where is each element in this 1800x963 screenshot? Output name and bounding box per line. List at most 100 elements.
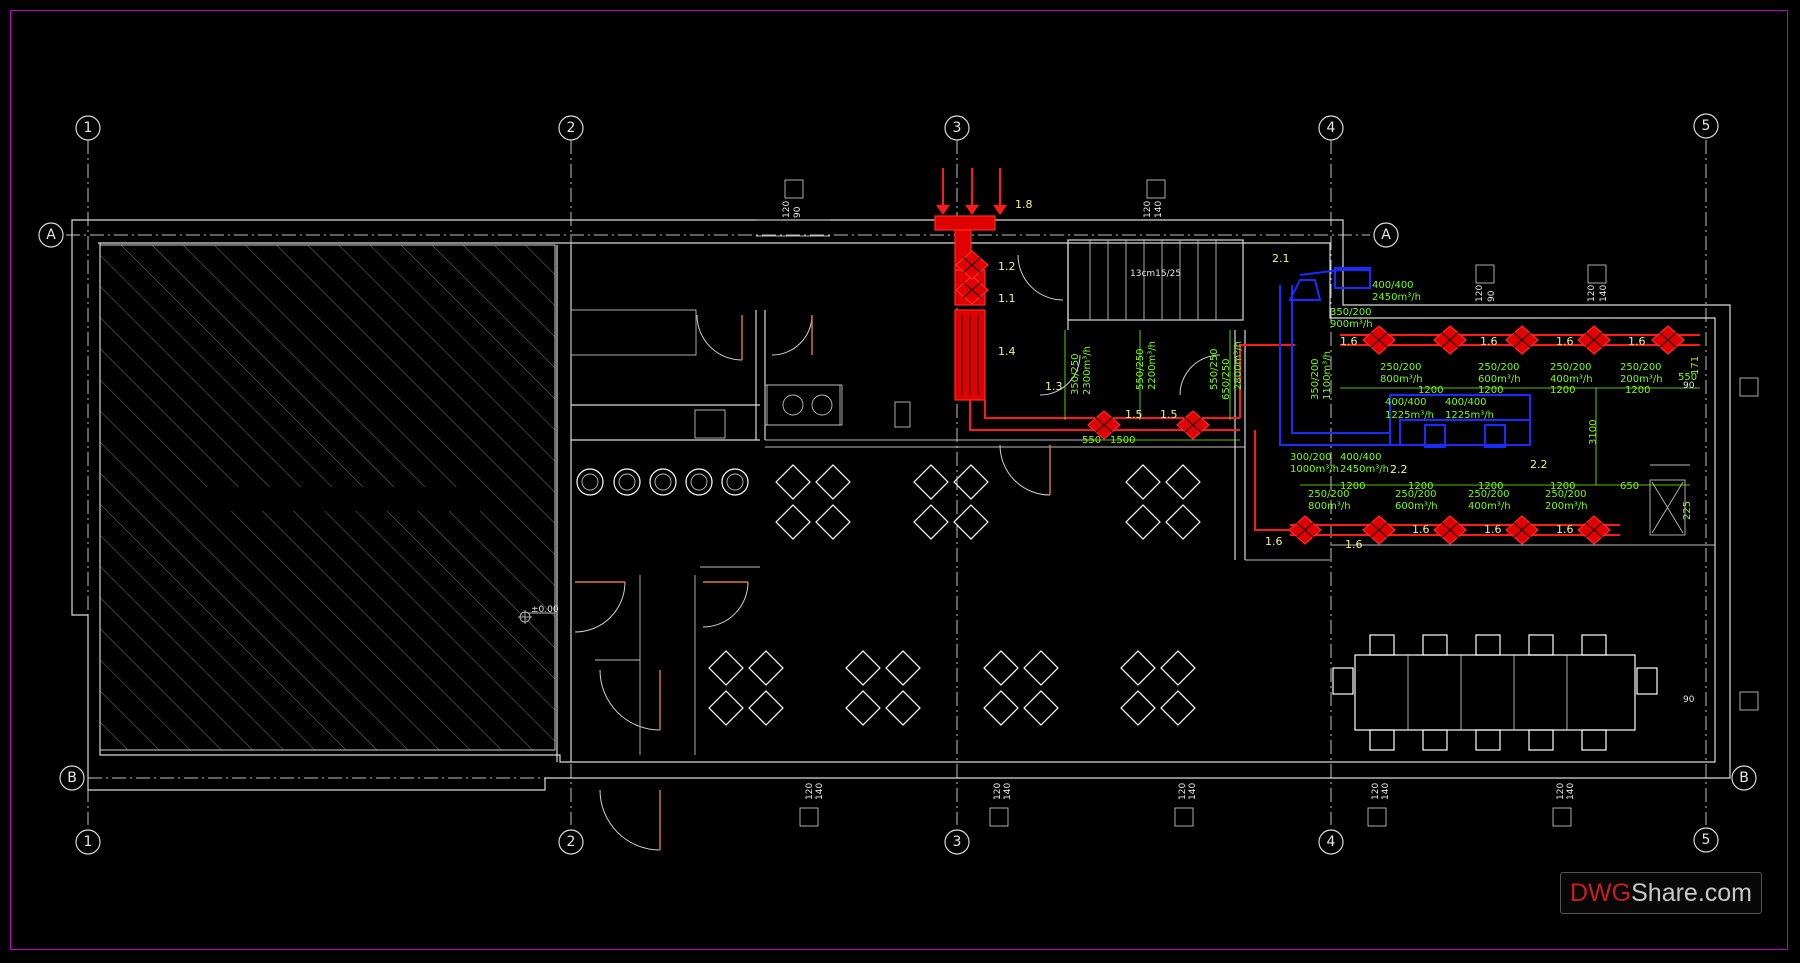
svg-text:1100m³/h: 1100m³/h (1322, 351, 1333, 400)
svg-text:600m³/h: 600m³/h (1395, 501, 1438, 512)
svg-text:350/250: 350/250 (1070, 353, 1081, 395)
svg-text:140: 140 (1154, 201, 1164, 218)
svg-text:2800m³/h: 2800m³/h (1233, 341, 1244, 390)
svg-text:1.6: 1.6 (1628, 335, 1646, 348)
svg-text:1225m³/h: 1225m³/h (1385, 410, 1434, 421)
dining-set (913, 464, 989, 540)
chair (845, 690, 881, 726)
supply-diffuser (1087, 410, 1121, 440)
svg-text:2.2: 2.2 (1390, 463, 1408, 476)
chair (1125, 504, 1161, 540)
svg-text:140: 140 (1188, 783, 1198, 800)
svg-text:2200m³/h: 2200m³/h (1147, 341, 1158, 390)
chair (1023, 690, 1059, 726)
svg-text:1.5: 1.5 (1125, 408, 1143, 421)
watermark-share: Share.com (1631, 878, 1752, 907)
grid-bubble-3-top: 3 (944, 115, 970, 141)
svg-text:1.4: 1.4 (998, 345, 1016, 358)
chair (953, 464, 989, 500)
level-marker: ±0.00 (518, 605, 559, 624)
svg-text:400m³/h: 400m³/h (1468, 501, 1511, 512)
svg-text:5: 5 (1702, 118, 1711, 134)
chair (1023, 650, 1059, 686)
chair (983, 690, 1019, 726)
svg-text:400/400: 400/400 (1340, 452, 1382, 463)
chair (815, 464, 851, 500)
svg-text:350/200: 350/200 (1310, 358, 1321, 400)
grid-bubble-B-right: B (1731, 765, 1757, 791)
supply-diffusers (955, 250, 1685, 545)
grid-bubble-A-left: A (38, 222, 64, 248)
chair (1160, 650, 1196, 686)
svg-text:120: 120 (805, 783, 815, 800)
svg-text:2450m³/h: 2450m³/h (1340, 464, 1389, 475)
chair (953, 504, 989, 540)
svg-text:120: 120 (1143, 201, 1153, 218)
svg-text:3: 3 (953, 834, 962, 850)
chair (1528, 634, 1554, 656)
svg-text:1000m³/h: 1000m³/h (1290, 464, 1339, 475)
grid-bubble-4-bottom: 4 (1318, 829, 1344, 855)
dining-set (1125, 464, 1201, 540)
doors (574, 254, 1221, 851)
svg-text:120: 120 (1475, 285, 1485, 302)
svg-text:90: 90 (793, 206, 803, 218)
supply-diffuser (1176, 410, 1210, 440)
chair (1581, 729, 1607, 751)
supply-diffuser (955, 275, 989, 305)
svg-text:120: 120 (782, 201, 792, 218)
svg-text:350/200: 350/200 (1330, 307, 1372, 318)
svg-text:1200: 1200 (1625, 385, 1650, 396)
grid-bubble-2-bottom: 2 (558, 829, 584, 855)
svg-text:250/200: 250/200 (1620, 362, 1662, 373)
grid-bubble-A-right: A (1373, 222, 1399, 248)
svg-text:800m³/h: 800m³/h (1380, 374, 1423, 385)
svg-text:1.3: 1.3 (1045, 380, 1063, 393)
svg-text:400/400: 400/400 (1445, 397, 1487, 408)
chair (775, 464, 811, 500)
chair (775, 504, 811, 540)
svg-text:1.6: 1.6 (1345, 538, 1363, 551)
svg-text:3100: 3100 (1588, 420, 1599, 445)
grid-bubble-5-bottom: 5 (1693, 827, 1719, 853)
svg-text:5: 5 (1702, 832, 1711, 848)
svg-text:200m³/h: 200m³/h (1545, 501, 1588, 512)
chair (913, 504, 949, 540)
svg-text:90: 90 (1683, 695, 1695, 705)
supply-diffuser (1433, 515, 1467, 545)
svg-text:250/200: 250/200 (1468, 489, 1510, 500)
chair (1165, 464, 1201, 500)
chair (1369, 729, 1395, 751)
supply-diffuser (1362, 515, 1396, 545)
supply-diffuser (1577, 325, 1611, 355)
interior-partitions (556, 243, 1715, 762)
svg-text:400/400: 400/400 (1372, 280, 1414, 291)
svg-text:1200: 1200 (1408, 481, 1433, 492)
svg-text:1200: 1200 (1550, 385, 1575, 396)
chair (1120, 690, 1156, 726)
svg-text:550: 550 (1082, 435, 1101, 446)
svg-text:1.1: 1.1 (998, 292, 1016, 305)
dining-set (1120, 650, 1196, 726)
chair (1160, 690, 1196, 726)
dining-set (708, 650, 784, 726)
svg-text:400/400: 400/400 (1385, 397, 1427, 408)
svg-text:4: 4 (1327, 120, 1336, 136)
svg-text:140: 140 (1599, 285, 1609, 302)
svg-text:300/200: 300/200 (1290, 452, 1332, 463)
supply-ductwork (934, 168, 1700, 536)
svg-text:400m³/h: 400m³/h (1550, 374, 1593, 385)
chair (1528, 729, 1554, 751)
grid-bubble-2-top: 2 (558, 115, 584, 141)
chair (1475, 729, 1501, 751)
svg-text:2450m³/h: 2450m³/h (1372, 292, 1421, 303)
wall-vents: 90 90 120 140 120 140 120 140 120 140 12… (782, 179, 1759, 827)
supply-diffuser (1505, 325, 1539, 355)
svg-text:1.6: 1.6 (1484, 523, 1502, 536)
svg-text:550: 550 (1678, 372, 1697, 383)
svg-text:1200: 1200 (1478, 385, 1503, 396)
supply-diffuser (1505, 515, 1539, 545)
chair (983, 650, 1019, 686)
chair (1369, 634, 1395, 656)
